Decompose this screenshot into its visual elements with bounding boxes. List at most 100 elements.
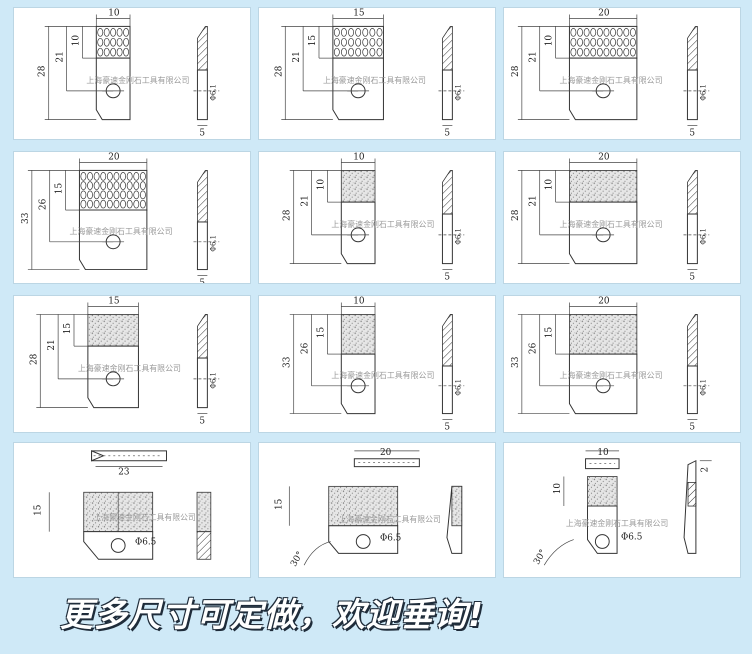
overall-height-label: 28 (283, 209, 293, 221)
cutting-segment (106, 190, 113, 200)
overall-height-label: 28 (274, 65, 284, 77)
width-label: 10 (353, 297, 365, 307)
cutting-segment (103, 47, 110, 57)
thickness-label: 5 (199, 278, 205, 283)
angle-label: 30° (289, 550, 306, 569)
side-view (197, 170, 208, 223)
head-height-label: 10 (71, 35, 81, 47)
cutting-segment (116, 47, 123, 57)
cutting-segment (126, 199, 133, 209)
head-height-label: 10 (316, 179, 326, 191)
hole-diameter-label: Φ6.1 (209, 84, 217, 101)
watermark: 上海豪速金刚石工具有限公司 (78, 363, 181, 373)
cutting-segment (369, 47, 376, 57)
cutting-segment (126, 190, 133, 200)
panel-12: 10 10 Φ6.5 30° 2 上海豪速金刚石工具有限公司 (503, 442, 741, 578)
hole-diameter-label: Φ6.1 (454, 379, 462, 396)
thickness-label: 5 (444, 422, 450, 432)
hole-diameter-label: Φ6.1 (699, 84, 707, 101)
thickness-label: 5 (689, 128, 695, 138)
cutting-segment (110, 47, 117, 57)
cutting-segment (583, 28, 590, 37)
cutting-segment (362, 47, 369, 57)
cutting-segment (139, 190, 146, 200)
hole-diameter-label: Φ6.1 (209, 235, 217, 252)
head-height-label: 15 (308, 35, 318, 46)
width-label: 10 (108, 8, 120, 18)
overall-height-label: 28 (511, 65, 521, 77)
cutting-segment (97, 37, 104, 47)
side-view (197, 314, 208, 359)
watermark: 上海豪速金刚石工具有限公司 (70, 226, 173, 236)
side-view (442, 314, 453, 367)
angle-label: 30° (532, 548, 549, 567)
cutting-segment (139, 181, 146, 190)
cutting-segment (139, 172, 146, 181)
cutting-segment (87, 172, 93, 181)
side-view (442, 26, 453, 71)
cutting-segment (103, 28, 110, 37)
cutting-segment (123, 37, 129, 47)
hole-label: Φ6.5 (380, 534, 401, 544)
cutting-segment (133, 199, 140, 209)
tool-drawing-10: 23 15 Φ6.5 上海豪速金刚石工具有限公司 (33, 450, 212, 560)
cutting-segment (93, 172, 100, 181)
cutting-segment (87, 190, 93, 200)
thickness-label: 5 (444, 272, 450, 282)
cutting-segment (603, 37, 610, 47)
cutting-segment (583, 47, 590, 57)
cutting-segment (590, 28, 597, 37)
cutting-segment (623, 37, 630, 47)
cutting-segment (126, 172, 133, 181)
cutting-segment (616, 28, 623, 37)
cutting-segment (100, 190, 107, 200)
thickness-label: 5 (444, 128, 450, 138)
cutting-segment (577, 47, 583, 57)
cutting-segment (133, 190, 140, 200)
width-label: 20 (598, 297, 610, 307)
hole-height-label: 21 (301, 195, 311, 206)
cutting-segment (120, 181, 127, 190)
cutting-segment (106, 172, 113, 181)
cutting-segment (100, 172, 107, 181)
watermark: 上海豪速金刚石工具有限公司 (560, 75, 663, 85)
cutting-segment (80, 181, 87, 190)
cutting-segment (93, 199, 100, 209)
cutting-segment (596, 28, 603, 37)
cutting-segment (616, 47, 623, 57)
cutting-segment (120, 172, 127, 181)
width-label: 15 (108, 297, 119, 307)
cutting-segment (100, 181, 107, 190)
hole-height-label: 21 (529, 195, 539, 206)
thickness-label: 5 (199, 128, 205, 138)
side-view (687, 26, 698, 71)
width-label: 10 (353, 152, 365, 162)
cutting-segment (355, 28, 362, 37)
cutting-segment (376, 28, 383, 37)
cutting-segment (100, 199, 107, 209)
cutting-segment (570, 28, 577, 37)
cutting-segment (106, 181, 113, 190)
head-height-label: 15 (63, 323, 73, 334)
cutting-segment (80, 190, 87, 200)
cutting-segment (333, 47, 340, 57)
head-height-label: 10 (545, 35, 555, 47)
cutting-segment (610, 47, 617, 57)
cutting-segment (616, 37, 623, 47)
watermark: 上海豪速金刚石工具有限公司 (560, 370, 663, 380)
cutting-segment (80, 199, 87, 209)
cutting-segment (133, 181, 140, 190)
cutting-segment (139, 199, 146, 209)
width-label: 20 (598, 8, 610, 18)
thickness-label: 5 (199, 416, 205, 426)
watermark: 上海豪速金刚石工具有限公司 (323, 75, 426, 85)
cutting-segment (113, 190, 120, 200)
hole-diameter-label: Φ6.1 (699, 228, 707, 245)
cutting-segment (93, 190, 100, 200)
